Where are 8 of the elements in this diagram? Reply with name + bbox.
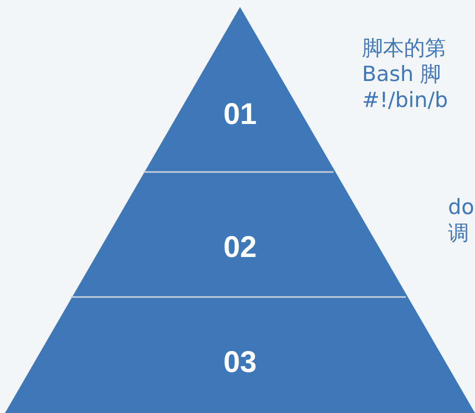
description-text: 调 [448, 221, 469, 245]
band-number: 02 [223, 231, 257, 265]
band-number: 01 [223, 98, 257, 132]
description-text: 脚本的第 [362, 36, 446, 60]
description-text: Bash 脚 [362, 62, 442, 86]
description-text: do [448, 195, 474, 219]
description-text: #!/bin/b [362, 88, 448, 112]
band-number: 03 [223, 346, 257, 380]
